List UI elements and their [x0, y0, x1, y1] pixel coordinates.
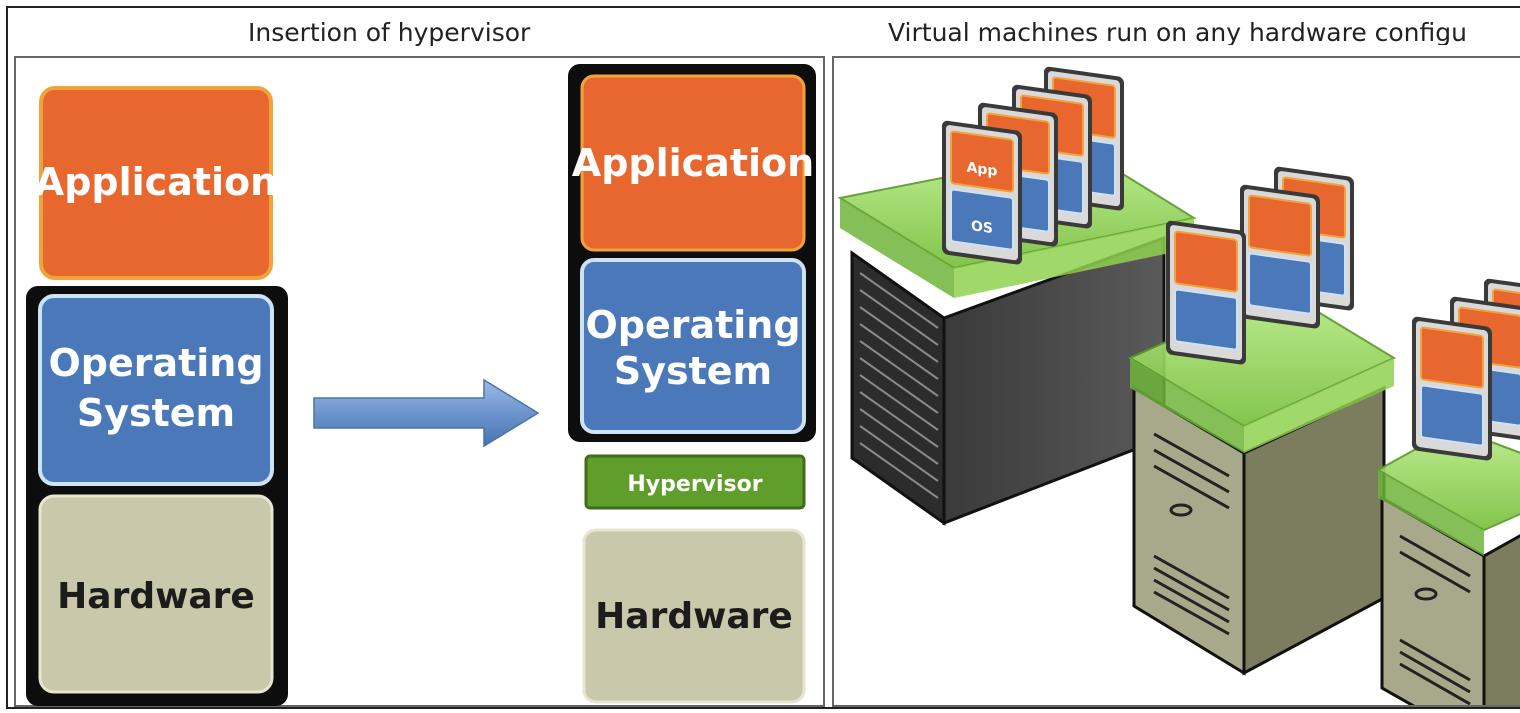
virtual-machines-panel: App OS [832, 56, 1520, 707]
virtual-machines-illustration: App OS [837, 64, 1520, 705]
after-application-label: Application [572, 141, 814, 185]
after-hardware-label: Hardware [595, 596, 793, 637]
before-os-label-line1: Operating [48, 341, 263, 385]
after-os-label-line1: Operating [585, 303, 800, 347]
vm-os-label: OS [971, 218, 993, 237]
stack-diagram: Application Operating System Hardware Ap… [26, 64, 816, 706]
caption-right: Virtual machines run on any hardware con… [888, 20, 1467, 45]
before-hardware-label: Hardware [57, 576, 255, 617]
hypervisor-insertion-panel: Application Operating System Hardware Ap… [14, 56, 825, 707]
before-operating-system-block [38, 294, 274, 486]
before-hardware-block [38, 494, 274, 694]
vm-app-label: App [967, 160, 998, 180]
after-os-label-line2: System [614, 349, 772, 393]
before-application-label: Application [35, 160, 277, 204]
partial-tower-server [1375, 426, 1520, 705]
after-application-block [580, 74, 806, 252]
hypervisor-block [584, 454, 806, 510]
before-application-block [39, 86, 273, 280]
caption-left: Insertion of hypervisor [248, 18, 531, 47]
hypervisor-label: Hypervisor [627, 472, 762, 497]
vm-group-partial [1410, 276, 1520, 463]
before-os-label-line2: System [77, 391, 235, 435]
transition-arrow [313, 378, 540, 448]
after-hardware-block [582, 528, 806, 704]
vm-group-rack: App OS [940, 64, 1126, 267]
tower-server [1127, 288, 1397, 676]
after-operating-system-block [580, 258, 806, 434]
